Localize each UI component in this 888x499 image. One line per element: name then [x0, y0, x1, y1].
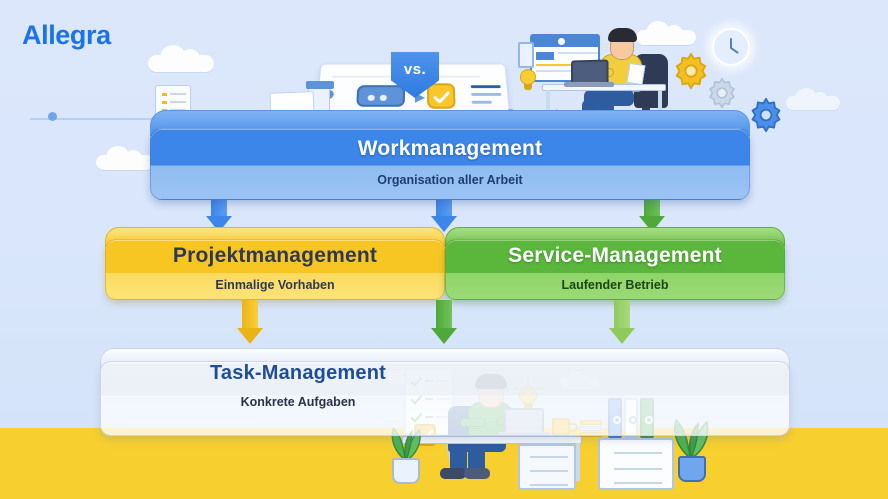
arrow-projekt-to-task: [236, 300, 264, 344]
level-card-service-management[interactable]: Service-Management Laufender Betrieb: [445, 227, 785, 300]
level-card-task-management[interactable]: Task-Management Konkrete Aufgaben: [100, 348, 790, 436]
arrow-service-to-task: [608, 300, 636, 344]
cloud-icon: [636, 21, 696, 45]
slab-body: Projektmanagement Einmalige Vorhaben: [105, 239, 445, 300]
level-title: Task-Management: [209, 362, 386, 384]
slab-body: Workmanagement Organisation aller Arbeit: [150, 128, 750, 200]
brand-logo-text: Allegra: [22, 20, 111, 50]
slab-body: [100, 361, 790, 436]
slab-body: Service-Management Laufender Betrieb: [445, 239, 785, 300]
level-title: Workmanagement: [357, 137, 543, 161]
arrow-middle-to-task: [430, 300, 458, 344]
cloud-icon: [148, 45, 214, 72]
vs-badge-label: vs.: [403, 61, 427, 78]
level-subtitle: Organisation aller Arbeit: [377, 172, 523, 187]
gear-gray-icon: [706, 77, 738, 114]
cloud-icon: [786, 88, 840, 110]
level-subtitle: Laufender Betrieb: [561, 277, 669, 292]
level-subtitle: Einmalige Vorhaben: [215, 277, 335, 292]
level-title: Service-Management: [508, 244, 722, 268]
tablet-icon: [356, 85, 406, 107]
cloud-icon: [96, 146, 154, 170]
level-title: Projektmanagement: [172, 244, 378, 268]
level-label-group: Task-Management Konkrete Aufgaben: [148, 362, 448, 409]
lightbulb-icon: [518, 69, 538, 95]
clock-icon: [712, 28, 750, 66]
brand-logo: Allegra: [22, 20, 111, 51]
level-subtitle: Konkrete Aufgaben: [240, 395, 356, 409]
level-card-workmanagement[interactable]: Workmanagement Organisation aller Arbeit: [150, 110, 750, 200]
gear-blue-icon: [748, 97, 784, 138]
gear-yellow-icon: [672, 52, 710, 95]
level-card-projektmanagement[interactable]: Projektmanagement Einmalige Vorhaben: [105, 227, 445, 300]
checkmark-card-icon: [426, 83, 456, 109]
